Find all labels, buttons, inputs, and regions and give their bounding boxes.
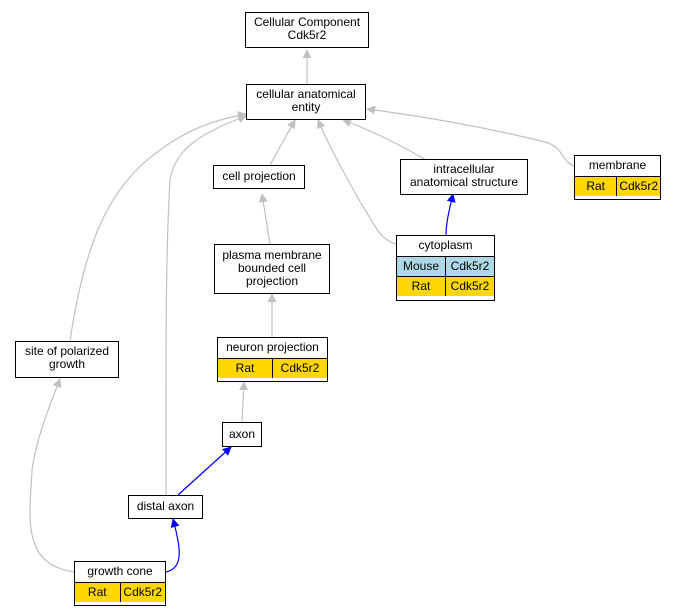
annotation-row-rat: Rat Cdk5r2 xyxy=(397,276,494,296)
edge-growthcone-to-distal xyxy=(165,518,180,573)
annotation-row-rat: Rat Cdk5r2 xyxy=(575,176,660,196)
annotation-row-rat: Rat Cdk5r2 xyxy=(218,358,327,378)
node-label: cytoplasm xyxy=(418,238,473,252)
node-label: site of polarized growth xyxy=(24,344,110,371)
edge-polarized-to-cae xyxy=(69,111,247,342)
species-cell: Rat xyxy=(397,277,445,296)
node-label: growth cone xyxy=(87,564,153,578)
node-label: axon xyxy=(228,427,256,441)
gene-cell: Cdk5r2 xyxy=(272,359,327,378)
node-cytoplasm[interactable]: cytoplasm Mouse Cdk5r2 Rat Cdk5r2 xyxy=(396,235,495,301)
edge-distal-to-axon xyxy=(177,446,232,496)
gene-cell: Cdk5r2 xyxy=(445,277,494,296)
node-label: intracellular anatomical structure xyxy=(409,162,519,189)
node-cellular-anatomical-entity[interactable]: cellular anatomical entity xyxy=(246,84,366,120)
node-label: cell projection xyxy=(222,169,296,183)
annotation-row-mouse: Mouse Cdk5r2 xyxy=(397,256,494,276)
edge-axon-to-neuronproj xyxy=(239,381,249,423)
edge-distal-to-cae xyxy=(165,114,247,496)
species-cell: Rat xyxy=(75,583,120,602)
edge-cytoplasm-to-cae xyxy=(317,119,397,245)
node-membrane[interactable]: membrane Rat Cdk5r2 xyxy=(574,155,661,200)
species-cell: Rat xyxy=(575,177,617,196)
annotation-row-rat: Rat Cdk5r2 xyxy=(75,582,165,602)
edge-growthcone-to-polarized xyxy=(29,378,76,573)
node-cellular-component[interactable]: Cellular Component Cdk5r2 xyxy=(245,12,369,48)
species-cell: Mouse xyxy=(397,257,445,276)
edge-pmbcp-to-cellproj xyxy=(258,193,271,245)
node-label: plasma membrane bounded cell projection xyxy=(222,248,322,288)
node-label: membrane xyxy=(588,158,647,172)
node-distal-axon[interactable]: distal axon xyxy=(128,495,203,519)
node-label: Cellular Component Cdk5r2 xyxy=(253,15,361,42)
gene-cell: Cdk5r2 xyxy=(119,583,165,602)
node-label: cellular anatomical entity xyxy=(256,87,356,114)
node-plasma-membrane-bounded-cell-projection[interactable]: plasma membrane bounded cell projection xyxy=(214,244,330,294)
gene-cell: Cdk5r2 xyxy=(616,177,660,196)
edge-cytoplasm-to-intra xyxy=(445,193,456,236)
species-cell: Rat xyxy=(218,359,272,378)
node-site-of-polarized-growth[interactable]: site of polarized growth xyxy=(15,341,119,378)
node-cell-projection[interactable]: cell projection xyxy=(213,165,305,189)
node-intracellular-anatomical-structure[interactable]: intracellular anatomical structure xyxy=(400,159,528,195)
edge-intra-to-cae xyxy=(342,118,429,162)
gene-cell: Cdk5r2 xyxy=(445,257,494,276)
node-label: distal axon xyxy=(136,499,195,513)
node-axon[interactable]: axon xyxy=(222,422,262,447)
node-growth-cone[interactable]: growth cone Rat Cdk5r2 xyxy=(74,561,166,606)
edge-membrane-to-cae xyxy=(366,105,575,167)
node-neuron-projection[interactable]: neuron projection Rat Cdk5r2 xyxy=(217,337,328,382)
edge-cellproj-to-cae xyxy=(269,119,296,166)
node-label: neuron projection xyxy=(226,340,319,354)
